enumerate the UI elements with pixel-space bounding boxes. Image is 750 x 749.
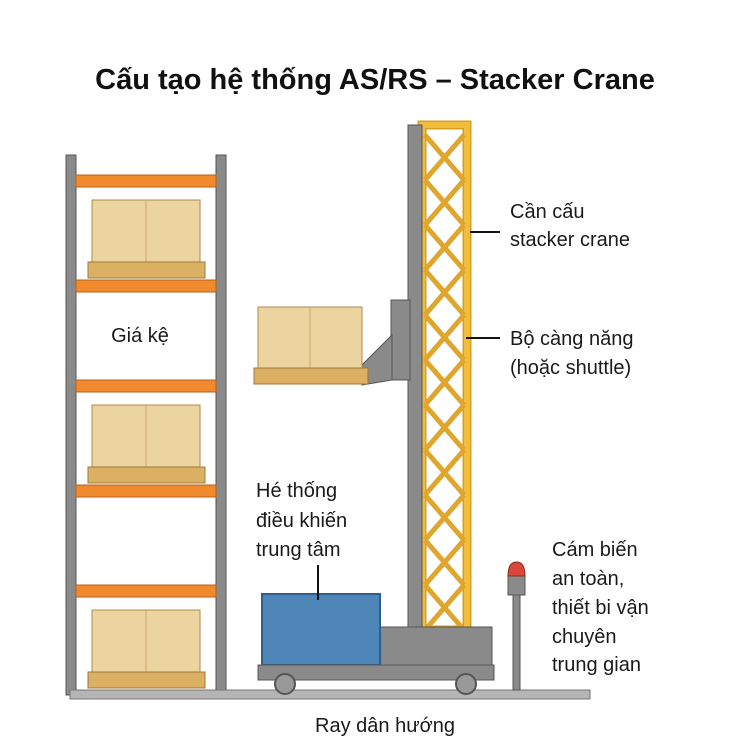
lattice-brace: [423, 493, 466, 542]
rack-beam: [75, 379, 217, 393]
svg-text:(hoặc shuttle): (hoặc shuttle): [510, 357, 631, 379]
svg-text:trung tâm: trung tâm: [256, 539, 340, 561]
fork-arm: [361, 333, 393, 386]
lattice-brace: [423, 223, 466, 272]
lattice-brace: [423, 133, 466, 182]
guide-rail: [69, 689, 591, 700]
rack-beam: [75, 279, 217, 293]
crane-lattice: [423, 133, 466, 632]
label-sensor: Cám biến an toàn, thiết bi vận chuyên tr…: [552, 539, 649, 676]
lattice-brace: [423, 403, 466, 452]
rack-upright-left: [65, 154, 77, 696]
lattice-brace: [423, 448, 466, 497]
label-fork: Bộ càng năng (hoặc shuttle): [510, 328, 633, 379]
label-rail: Ray dân hướng: [315, 715, 455, 737]
stacker-crane: [253, 120, 495, 695]
rack-beam: [75, 484, 217, 498]
crane-base: [379, 626, 493, 668]
svg-text:Cần cấu: Cần cấu: [510, 201, 585, 223]
svg-text:an toàn,: an toàn,: [552, 568, 624, 590]
safety-sensor: [507, 561, 526, 691]
storage-rack: Giá kệ: [65, 154, 227, 696]
svg-text:Bộ càng năng: Bộ càng năng: [510, 328, 633, 350]
rack-beam: [75, 584, 217, 598]
label-control: Hé thống điều khiến trung tâm: [256, 480, 347, 561]
lattice-brace: [423, 313, 466, 362]
fork-load-pallet: [253, 367, 369, 385]
lattice-brace: [423, 178, 466, 227]
lattice-brace: [423, 583, 466, 632]
rack-upright-right: [215, 154, 227, 696]
lattice-brace: [423, 538, 466, 587]
crane-platform: [257, 664, 495, 681]
label-crane: Cần cấu stacker crane: [510, 201, 630, 251]
fork-carriage: [390, 299, 411, 381]
svg-text:thiết bi vận: thiết bi vận: [552, 597, 649, 619]
control-cabinet: [261, 593, 381, 666]
rack-pallet: [87, 671, 206, 689]
svg-text:chuyên: chuyên: [552, 626, 617, 648]
rack-beam: [75, 174, 217, 188]
sensor-light: [507, 561, 526, 577]
lattice-brace: [423, 268, 466, 317]
lattice-brace: [423, 358, 466, 407]
rack-pallet: [87, 261, 206, 279]
rack-pallet: [87, 466, 206, 484]
svg-text:Cám biến: Cám biến: [552, 539, 638, 561]
diagram-title: Cấu tạo hệ thống AS/RS – Stacker Crane: [95, 64, 655, 96]
svg-text:điều khiến: điều khiến: [256, 510, 347, 532]
svg-text:Hé thống: Hé thống: [256, 480, 337, 502]
svg-text:trung gian: trung gian: [552, 654, 641, 676]
svg-text:stacker crane: stacker crane: [510, 229, 630, 251]
wheel-right: [455, 673, 477, 695]
label-rack: Giá kệ: [111, 325, 169, 347]
wheel-left: [274, 673, 296, 695]
